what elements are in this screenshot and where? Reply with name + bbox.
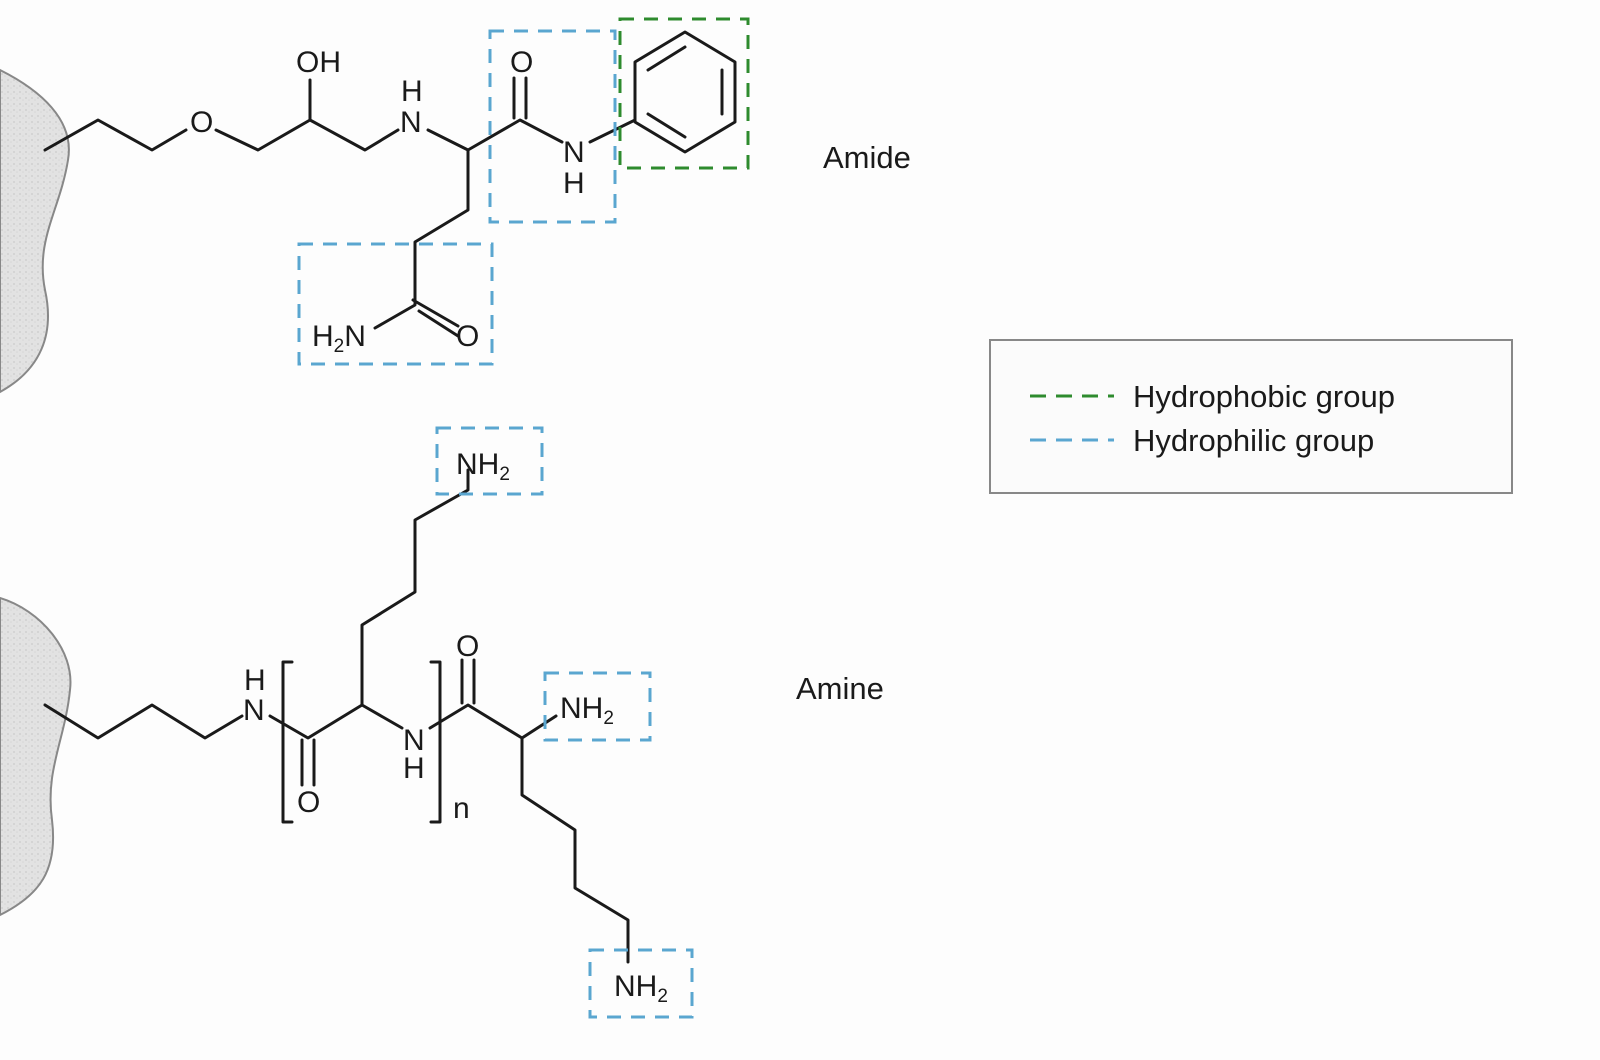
atom-repeat-h: H	[403, 752, 425, 785]
atom-repeat-o: O	[297, 786, 320, 819]
top-nh: NH	[456, 448, 499, 481]
atom-oh: OH	[296, 46, 341, 79]
atom-link-h: H	[244, 664, 266, 697]
bottom-nh2-sub: 2	[657, 986, 668, 1007]
atom-amine-h: H	[401, 75, 423, 108]
repeat-subscript-n: n	[453, 792, 470, 825]
amine-bonds	[43, 468, 630, 964]
hydrophilic-box-top-nh2	[435, 426, 544, 496]
atom-carbonyl-o: O	[510, 46, 533, 79]
atom-amine-n: N	[400, 106, 422, 139]
h2n-h: H	[312, 320, 334, 353]
hydrophilic-box-side-amide	[297, 242, 494, 366]
amide-molecule: OH O H N O N H H2N O Amide	[0, 17, 911, 394]
h2n-n: N	[344, 320, 366, 353]
atom-bottom-nh2: NH2	[614, 970, 668, 1007]
atom-alpha-nh2: NH2	[560, 692, 614, 729]
bottom-nh: NH	[614, 970, 657, 1003]
amine-molecule: H N O N H n NH2 O NH2 NH2 Amine	[0, 426, 884, 1019]
atom-amide-n: N	[563, 136, 585, 169]
atom-side-h2n: H2N	[312, 320, 366, 357]
atom-end-o: O	[456, 630, 479, 663]
amide-bonds	[43, 30, 737, 338]
hydrophobic-box-phenyl	[618, 17, 750, 170]
atom-ether-o: O	[190, 106, 213, 139]
amide-label: Amide	[823, 140, 911, 175]
legend-label-hydrophilic: Hydrophilic group	[1133, 423, 1374, 458]
alpha-nh: NH	[560, 692, 603, 725]
legend-box	[989, 339, 1513, 494]
alpha-nh2-sub: 2	[603, 708, 614, 729]
h2n-sub: 2	[334, 336, 345, 357]
legend: Hydrophobic group Hydrophilic group	[989, 339, 1513, 494]
atom-link-n: N	[243, 694, 265, 727]
hydrophilic-box-bottom-nh2	[588, 948, 694, 1019]
bead-surface-bottom	[0, 596, 72, 917]
hydrophilic-box-amide	[488, 29, 617, 224]
atom-amide-h: H	[563, 167, 585, 200]
atom-repeat-n: N	[403, 724, 425, 757]
bead-surface-top	[0, 68, 70, 394]
bracket-right	[429, 660, 442, 824]
bracket-left	[281, 660, 294, 824]
legend-label-hydrophobic: Hydrophobic group	[1133, 379, 1395, 414]
amine-label: Amine	[796, 671, 884, 706]
top-nh2-sub: 2	[499, 464, 510, 485]
hydrophilic-box-alpha-nh2	[543, 671, 652, 742]
atom-side-o: O	[456, 320, 479, 353]
atom-top-nh2: NH2	[456, 448, 510, 485]
